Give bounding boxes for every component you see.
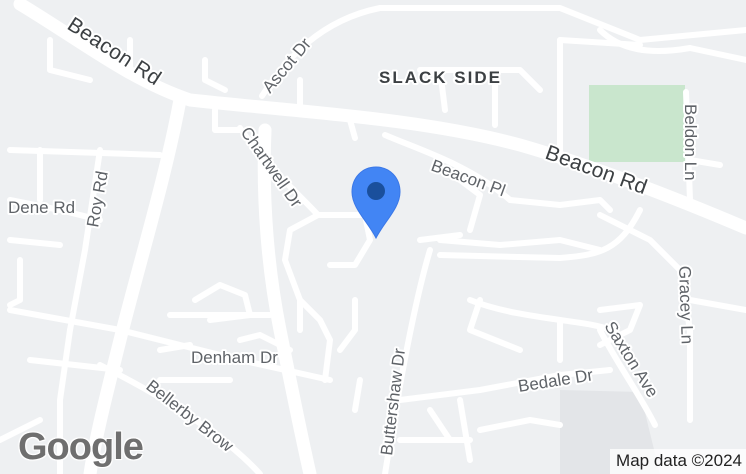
minor-roads	[0, 5, 746, 474]
map-attribution[interactable]: Map data ©2024	[610, 449, 746, 474]
label-area-slack-side: SLACK SIDE	[379, 68, 502, 87]
location-pin-icon[interactable]	[351, 166, 401, 240]
label-denham-dr: Denham Dr	[191, 348, 278, 367]
label-roy-rd: Roy Rd	[83, 170, 112, 229]
label-dene-rd: Dene Rd	[8, 198, 75, 217]
pin-center-dot	[367, 182, 385, 200]
label-chartwell-dr: Chartwell Dr	[237, 123, 306, 211]
label-ascot-dr: Ascot Dr	[259, 34, 316, 96]
label-beldon-ln: Beldon Ln	[681, 104, 700, 181]
google-logo: Google	[18, 426, 144, 468]
label-gracey-ln: Gracey Ln	[675, 265, 697, 344]
label-bellerby-brow: Bellerby Brow	[143, 376, 238, 456]
park-area	[589, 85, 685, 162]
major-roads	[13, 0, 746, 474]
label-beacon-pl: Beacon Pl	[429, 156, 508, 200]
